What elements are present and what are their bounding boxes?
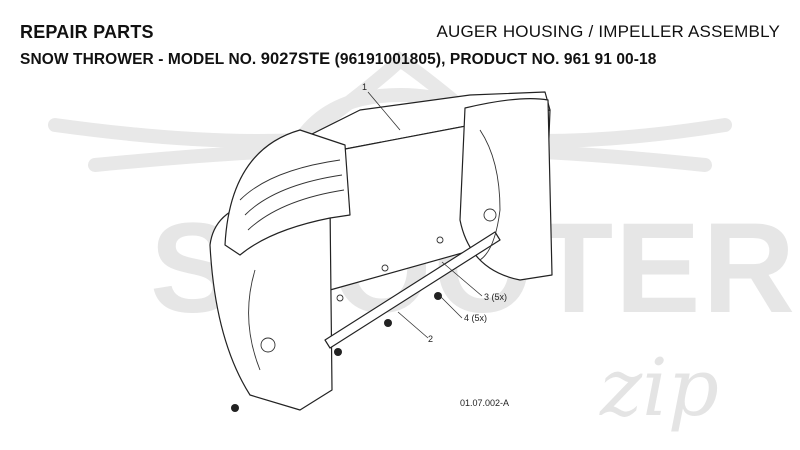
callout-4: 4 (5x): [464, 313, 488, 323]
leader-lines: [367, 91, 483, 339]
nut-4: [231, 404, 239, 412]
subtitle-suffix: (96191001805), PRODUCT NO. 961 91 00-18: [330, 51, 657, 68]
callout-3: 3 (5x): [484, 292, 508, 302]
callout-1: 1: [362, 82, 368, 92]
auger-housing: [209, 91, 553, 411]
housing-details: [239, 129, 501, 371]
callout-2: 2: [428, 334, 434, 344]
subtitle-prefix: SNOW THROWER - MODEL NO.: [20, 51, 261, 68]
assembly-title: AUGER HOUSING / IMPELLER ASSEMBLY: [436, 22, 780, 41]
section-title: REPAIR PARTS: [20, 22, 154, 42]
figure-code: 01.07.002-A: [460, 398, 510, 408]
nut-parts: [231, 292, 442, 412]
model-number: 9027STE: [260, 50, 331, 68]
nut-1: [434, 292, 442, 300]
model-subtitle: SNOW THROWER - MODEL NO. 9027STE (961910…: [20, 50, 656, 69]
nut-3: [334, 348, 342, 356]
watermark-script: zip: [599, 341, 719, 434]
nut-2: [384, 319, 392, 327]
